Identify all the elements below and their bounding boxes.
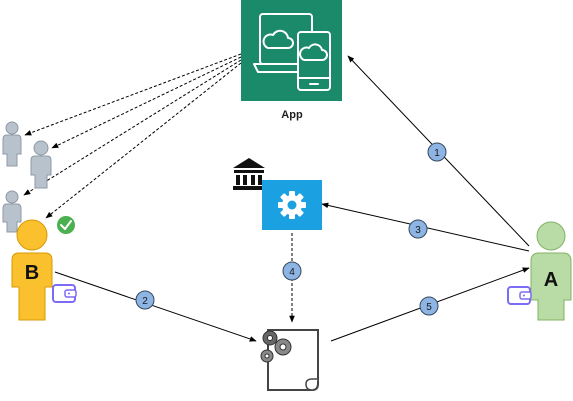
svg-text:5: 5	[426, 302, 432, 313]
connectors	[23, 53, 530, 342]
arrow-step-2	[54, 271, 257, 342]
broadcast-arrow-2	[51, 56, 242, 149]
check-badge-icon	[57, 216, 75, 234]
actor-a: A	[507, 221, 572, 321]
app-node: App	[241, 0, 342, 121]
svg-text:1: 1	[434, 148, 440, 159]
actor-a-body	[530, 252, 572, 321]
gear-icon	[260, 349, 274, 363]
actor-a-label: A	[544, 269, 558, 291]
actor-b-head	[16, 219, 48, 251]
scroll-curl	[305, 378, 318, 391]
broadcast-arrow-1	[24, 53, 242, 136]
crowd	[2, 121, 52, 233]
step-badge-1: 1	[427, 142, 447, 162]
svg-text:4: 4	[289, 267, 295, 278]
oracle-node	[233, 158, 322, 230]
gear-icon	[274, 338, 292, 356]
step-badge-5: 5	[419, 296, 439, 316]
actor-b-body	[11, 252, 53, 321]
user-icon	[2, 121, 22, 167]
user-icon	[30, 140, 52, 189]
svg-text:3: 3	[415, 225, 421, 236]
step-badge-2: 2	[135, 290, 155, 310]
actor-a-head	[536, 221, 566, 251]
wallet-icon	[507, 286, 532, 305]
user-icon	[2, 190, 22, 233]
app-label: App	[281, 109, 303, 121]
bank-icon	[233, 158, 265, 190]
svg-text:2: 2	[142, 296, 148, 307]
step-badge-3: 3	[408, 219, 428, 239]
step-badge-4: 4	[282, 261, 302, 281]
actor-b-label: B	[25, 262, 39, 284]
gear-icon	[278, 191, 306, 219]
cloud-devices-icon	[253, 13, 331, 91]
smart-contract-scroll-icon	[260, 329, 319, 391]
wallet-icon	[52, 284, 77, 303]
broadcast-arrow-3	[23, 59, 242, 196]
actor-b: B	[11, 216, 77, 321]
broadcast-arrow-4	[45, 62, 242, 219]
gear-icon	[262, 330, 278, 346]
